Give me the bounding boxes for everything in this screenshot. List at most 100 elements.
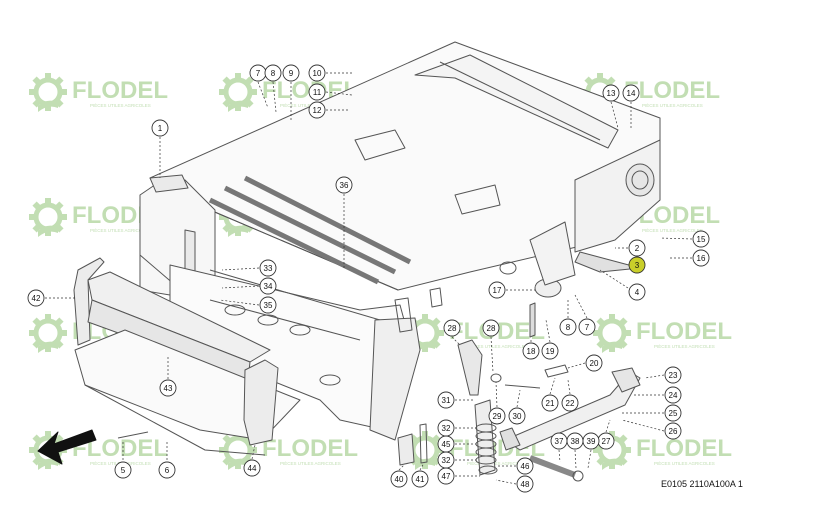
part-callout-44[interactable]: 44	[243, 459, 261, 477]
callout-circle	[541, 394, 559, 412]
leader-lines	[45, 72, 693, 485]
callout-label: 18	[527, 347, 536, 356]
callout-circle	[692, 230, 710, 248]
callout-circle	[151, 119, 169, 137]
callout-label: 32	[442, 424, 451, 433]
leader-line	[567, 362, 586, 369]
part-callout-8[interactable]: 8	[559, 318, 577, 336]
part-callout-27[interactable]: 27	[597, 432, 615, 450]
part-callout-1[interactable]: 1	[151, 119, 169, 137]
part-callout-33[interactable]: 33	[259, 259, 277, 277]
part-callout-28[interactable]: 28	[482, 319, 500, 337]
part-callout-16[interactable]: 16	[692, 249, 710, 267]
part-callout-22[interactable]: 22	[561, 394, 579, 412]
callout-label: 1	[158, 124, 163, 133]
callout-label: 47	[442, 472, 451, 481]
part-callout-7[interactable]: 7	[249, 64, 267, 82]
callout-circle	[602, 84, 620, 102]
leader-line	[221, 267, 260, 271]
watermark-brand: FLODEL	[624, 77, 720, 104]
leader-line	[549, 377, 556, 395]
part-callout-41[interactable]: 41	[411, 470, 429, 488]
callout-label: 31	[442, 396, 451, 405]
callout-circle	[664, 386, 682, 404]
part-callout-31[interactable]: 31	[437, 391, 455, 409]
part-callout-48[interactable]: 48	[516, 475, 534, 493]
part-callout-37[interactable]: 37	[550, 432, 568, 450]
part-callout-14[interactable]: 14	[622, 84, 640, 102]
leader-line	[325, 91, 353, 96]
part-callout-26[interactable]: 26	[664, 422, 682, 440]
part-callout-29[interactable]: 29	[488, 407, 506, 425]
part-callout-32[interactable]: 32	[437, 451, 455, 469]
callout-label: 5	[121, 466, 126, 475]
leader-line	[659, 237, 693, 240]
watermark-tagline: PIÈCES UTILES AGRICOLES	[467, 460, 528, 466]
callout-circle	[582, 432, 600, 450]
part-callout-25[interactable]: 25	[664, 404, 682, 422]
part-callout-28[interactable]: 28	[443, 319, 461, 337]
callout-circle	[488, 407, 506, 425]
callout-circle	[559, 318, 577, 336]
callout-circle	[264, 64, 282, 82]
front-direction-arrow-icon	[37, 429, 97, 465]
watermark-tagline: PIÈCES UTILES AGRICOLES	[90, 227, 151, 233]
part-callout-39[interactable]: 39	[582, 432, 600, 450]
part-callout-15[interactable]: 15	[692, 230, 710, 248]
part-callout-35[interactable]: 35	[259, 296, 277, 314]
callout-label: 44	[248, 464, 257, 473]
callout-label: 19	[546, 347, 555, 356]
watermark-tagline: PIÈCES UTILES AGRICOLES	[467, 343, 528, 349]
callout-label: 48	[521, 480, 530, 489]
callout-circle	[282, 64, 300, 82]
part-callout-36[interactable]: 36	[335, 176, 353, 194]
callout-label: 32	[442, 456, 451, 465]
part-callout-5[interactable]: 5	[114, 461, 132, 479]
callout-circle	[308, 101, 326, 119]
callout-label: 36	[340, 181, 349, 190]
part-callout-45[interactable]: 45	[437, 435, 455, 453]
part-callout-43[interactable]: 43	[159, 379, 177, 397]
part-callout-11[interactable]: 11	[308, 83, 326, 101]
callout-circle	[27, 289, 45, 307]
part-callout-47[interactable]: 47	[437, 467, 455, 485]
part-callout-6[interactable]: 6	[158, 461, 176, 479]
part-callout-18[interactable]: 18	[522, 342, 540, 360]
watermark-tagline: PIÈCES UTILES AGRICOLES	[642, 102, 703, 108]
part-callout-46[interactable]: 46	[516, 457, 534, 475]
part-callout-2[interactable]: 2	[628, 239, 646, 257]
callout-label: 35	[264, 301, 273, 310]
part-callout-17[interactable]: 17	[488, 281, 506, 299]
part-callout-3[interactable]: 3	[628, 256, 646, 274]
part-callout-24[interactable]: 24	[664, 386, 682, 404]
part-callout-32[interactable]: 32	[437, 419, 455, 437]
part-callout-4[interactable]: 4	[628, 283, 646, 301]
part-callout-23[interactable]: 23	[664, 366, 682, 384]
part-callout-10[interactable]: 10	[308, 64, 326, 82]
callout-label: 33	[264, 264, 273, 273]
part-callout-19[interactable]: 19	[541, 342, 559, 360]
part-callout-38[interactable]: 38	[566, 432, 584, 450]
part-callout-20[interactable]: 20	[585, 354, 603, 372]
callout-circle	[114, 461, 132, 479]
watermark-brand: FLODEL	[636, 435, 732, 462]
flodel-gear-logo-icon	[29, 198, 67, 237]
callout-label: 23	[669, 371, 678, 380]
part-callout-12[interactable]: 12	[308, 101, 326, 119]
part-callout-30[interactable]: 30	[508, 407, 526, 425]
part-callout-13[interactable]: 13	[602, 84, 620, 102]
leader-line	[272, 81, 277, 113]
part-callout-40[interactable]: 40	[390, 470, 408, 488]
part-callout-34[interactable]: 34	[259, 277, 277, 295]
part-callout-8[interactable]: 8	[264, 64, 282, 82]
leader-line	[516, 389, 521, 408]
watermark-brand: FLODEL	[72, 77, 168, 104]
part-callout-21[interactable]: 21	[541, 394, 559, 412]
part-callout-9[interactable]: 9	[282, 64, 300, 82]
part-callout-42[interactable]: 42	[27, 289, 45, 307]
part-callout-7[interactable]: 7	[578, 318, 596, 336]
callout-label: 27	[602, 437, 611, 446]
